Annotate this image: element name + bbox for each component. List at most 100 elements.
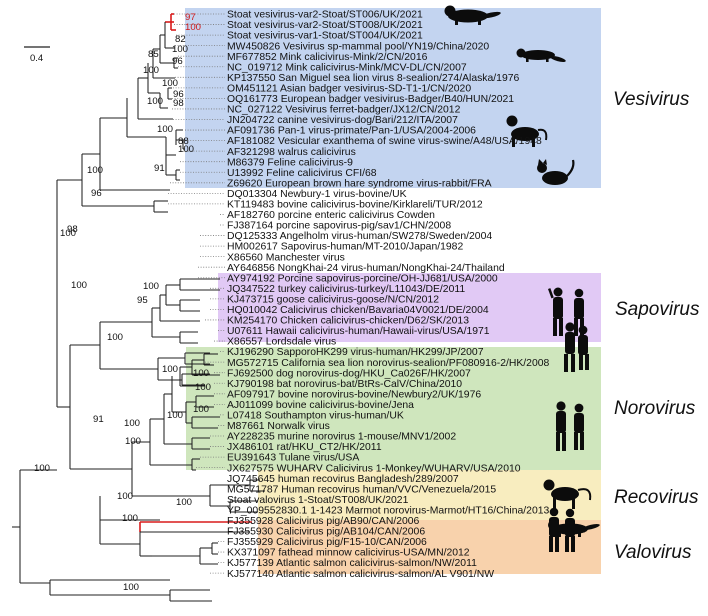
tree-branches (12, 13, 265, 602)
taxon-label: X86557 Lordsdale virus (227, 337, 336, 348)
taxon-label: AY228235 murine norovirus 1-mouse/MNV1/2… (227, 432, 456, 443)
genus-label-recovirus: Recovirus (614, 487, 699, 508)
bootstrap-support-label: 100 (176, 497, 192, 508)
bootstrap-support-label: 98 (173, 98, 184, 109)
taxon-label: HQ010042 Calicivirus chicken/Bavaria04V0… (227, 305, 489, 316)
recovirus-clade-band (258, 470, 601, 520)
stoat-silhouette (548, 520, 600, 537)
taxon-label: AF321298 walrus calicivirus (227, 147, 356, 158)
taxon-label: JX486101 rat/HKU_CT2/HK/2011 (227, 442, 382, 453)
leader-lines (168, 13, 225, 574)
human-pair-silhouette (556, 401, 584, 451)
bootstrap-support-label: 100 (125, 436, 141, 447)
bootstrap-support-label: 85 (148, 49, 159, 60)
mink-silhouette (516, 48, 566, 62)
taxon-label: JQ347522 turkey calicivirus-turkey/L1104… (227, 284, 465, 295)
taxon-label: Stoat valovirus 1-Stoat/ST008/UK/2021 (227, 495, 409, 506)
bootstrap-support-label: 100 (193, 368, 209, 379)
bootstrap-support-label: 96 (91, 188, 102, 199)
cat-silhouette (537, 159, 575, 185)
taxon-label: YP_009552830.1 1-1423 Marmot norovirus-M… (227, 505, 550, 516)
taxon-label: EU391643 Tulane virus/USA (227, 453, 359, 464)
taxon-label: JX627575 WUHARV Calicivirus 1-Monkey/WUH… (227, 463, 521, 474)
taxon-label: DQ125333 Angelholm virus-human/SW278/Swe… (227, 231, 492, 242)
taxon-label: FJ692500 dog norovirus-dog/HKU_Ca026F/HK… (227, 368, 471, 379)
sapovirus-clade-band (218, 273, 601, 342)
taxon-label: M87661 Norwalk virus (227, 421, 330, 432)
bootstrap-support-label: 91 (154, 163, 165, 174)
bootstrap-support-label: 100 (123, 582, 139, 593)
bootstrap-support-label: 100 (87, 165, 103, 176)
bootstrap-support-label: 88 (178, 136, 189, 147)
stoat-silhouette (444, 5, 501, 25)
bootstrap-support-label: 97 (185, 12, 196, 23)
genus-label-vesivirus: Vesivirus (613, 89, 690, 110)
taxon-label: FJ387164 porcine sapovirus-pig/sav1/CHN/… (227, 221, 451, 232)
taxon-label: X86560 Manchester virus (227, 252, 345, 263)
bootstrap-support-label: 100 (162, 78, 178, 89)
taxon-label: MG571787 Human recovirus human/VVC/Venez… (227, 484, 496, 495)
taxon-label: Stoat vesivirus-var2-Stoat/ST008/UK/2021 (227, 20, 423, 31)
bootstrap-support-label: 100 (107, 332, 123, 343)
bootstrap-support-label: 95 (137, 295, 148, 306)
bootstrap-support-label: 100 (117, 491, 133, 502)
human-pair-silhouette (564, 322, 589, 372)
taxon-label: AY646856 NongKhai-24 virus-human/NongKha… (227, 263, 505, 274)
taxon-label: JQ745645 human recovirus Bangladesh/289/… (227, 474, 459, 485)
taxon-label: FJ355929 Calicivirus pig/F15-10/CAN/2006 (227, 537, 427, 548)
taxon-label: MG572715 California sea lion norovirus-s… (227, 358, 550, 369)
genus-label-norovirus: Norovirus (614, 398, 696, 419)
bootstrap-support-label: 100 (143, 65, 159, 76)
taxon-label: MF677852 Mink calicivirus-Mink/2/CN/2016 (227, 52, 428, 63)
taxon-label: NC_019712 Mink calicivirus-Mink/MCV-DL/C… (227, 62, 467, 73)
bootstrap-support-label: 100 (124, 418, 140, 429)
taxon-label: KX371097 fathead minnow calicivirus-USA/… (227, 548, 470, 559)
bootstrap-support-label: 100 (34, 463, 50, 474)
valovirus-clade-band (258, 520, 601, 574)
taxon-label: AJ011099 bovine calicivirus-bovine/Jena (227, 400, 414, 411)
bootstrap-support-label: 100 (162, 364, 178, 375)
taxon-label: NC_027122 Vesivirus ferret-badger/JX12/C… (227, 105, 461, 116)
taxon-label: KP137550 San Miguel sea lion virus 8-sea… (227, 73, 520, 84)
monkey-silhouette (506, 115, 548, 147)
bootstrap-support-label: 100 (143, 281, 159, 292)
bootstrap-support-label: 100 (60, 228, 76, 239)
taxon-label: JN204722 canine vesivirus-dog/Bari/212/I… (227, 115, 458, 126)
taxon-label: KJ577139 Atlantic salmon calicivirus-sal… (227, 558, 477, 569)
taxon-label: U13992 Feline calicivirus CFI/68 (227, 168, 377, 179)
genus-label-valovirus: Valovirus (614, 542, 692, 563)
taxon-label: Stoat vesivirus-var1-Stoat/ST004/UK/2021 (227, 31, 423, 42)
human-pair-silhouette (547, 287, 584, 336)
taxon-label: KJ577140 Atlantic salmon calicivirus-sal… (227, 569, 494, 580)
taxon-label: HM002617 Sapovirus-human/MT-2010/Japan/1… (227, 242, 463, 253)
taxon-label: OM451121 Asian badger vesivirus-SD-T1-1/… (227, 83, 471, 94)
vesivirus-clade-band (185, 8, 601, 188)
taxon-label-group: Stoat vesivirus-var2-Stoat/ST006/UK/2021… (227, 10, 550, 580)
taxon-label: DQ013304 Newbury-1 virus-bovine/UK (227, 189, 407, 200)
taxon-label: KM254170 Chicken calicivirus-chicken/D62… (227, 316, 469, 327)
taxon-label: KJ790198 bat norovirus-bat/BtRs-CalV/Chi… (227, 379, 462, 390)
taxon-label: FJ355928 Calicivirus pig/AB90/CAN/2006 (227, 516, 420, 527)
bootstrap-support-label: 91 (93, 414, 104, 425)
bootstrap-support-label: 96 (172, 56, 183, 67)
bootstrap-support-label: 82 (175, 34, 186, 45)
taxon-label: KJ473715 goose calicivirus-goose/N/CN/20… (227, 294, 439, 305)
taxon-label: U07611 Hawaii calicivirus-human/Hawaii-v… (227, 326, 490, 337)
bootstrap-support-label: 100 (147, 96, 163, 107)
norovirus-clade-band (186, 347, 601, 470)
taxon-label: AF181082 Vesicular exanthema of swine vi… (227, 136, 542, 147)
bootstrap-support-label: 100 (71, 280, 87, 291)
taxon-label: AF091736 Pan-1 virus-primate/Pan-1/USA/2… (227, 126, 476, 137)
bootstrap-support-label: 100 (172, 44, 188, 55)
taxon-label: FJ355930 Calicivirus pig/AB104/CAN/2006 (227, 527, 425, 538)
bootstrap-support-label: 100 (195, 382, 211, 393)
taxon-label: L07418 Southampton virus-human/UK (227, 411, 404, 422)
taxon-label: AF097917 bovine norovirus-bovine/Newbury… (227, 389, 481, 400)
taxon-label: AF182760 porcine enteric calicivirus Cow… (227, 210, 435, 221)
bootstrap-support-label: 98 (67, 224, 78, 235)
taxon-label: KJ196290 SapporoHK299 virus-human/HK299/… (227, 347, 484, 358)
scale-bar-label: 0.4 (30, 53, 43, 64)
